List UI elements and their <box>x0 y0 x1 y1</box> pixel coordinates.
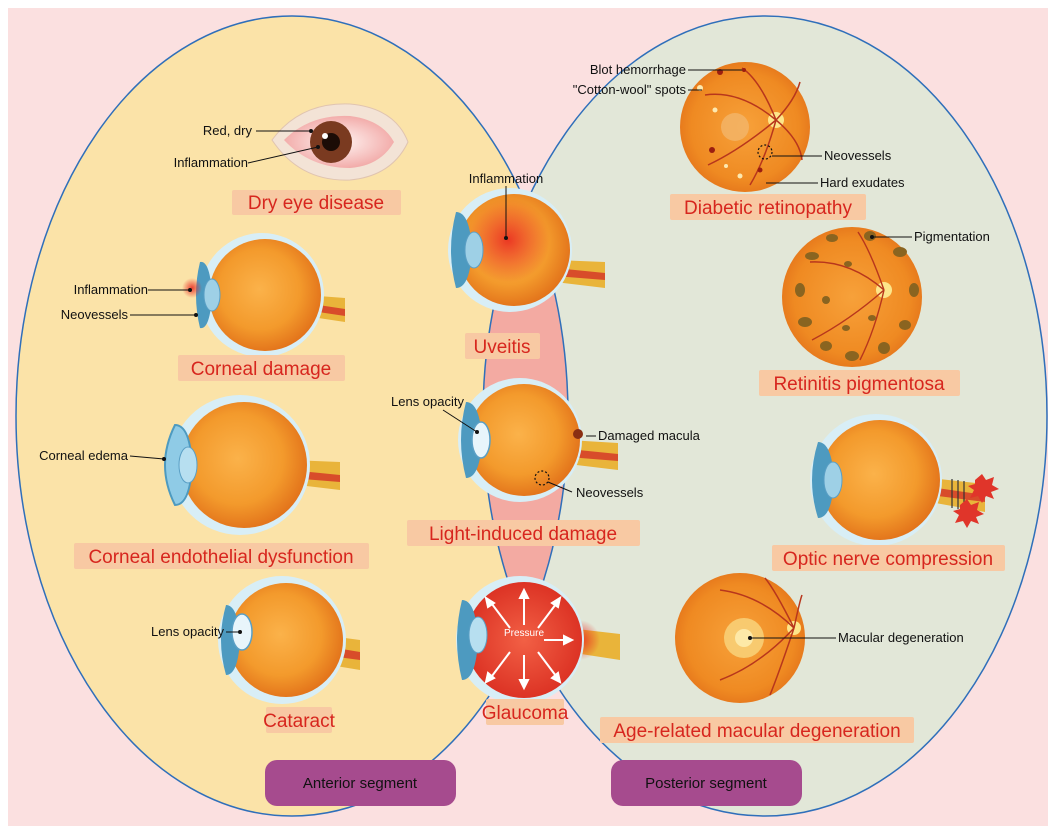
title-corneal-damage: Corneal damage <box>191 359 331 380</box>
title-corneal-endothelial: Corneal endothelial dysfunction <box>88 547 353 568</box>
title-cataract: Cataract <box>263 711 336 732</box>
label-damaged-macula: Damaged macula <box>598 428 701 443</box>
label-light-lens-opacity: Lens opacity <box>391 394 464 409</box>
posterior-segment-label: Posterior segment <box>645 775 768 792</box>
title-retinitis-pigmentosa: Retinitis pigmentosa <box>773 374 945 395</box>
diabetic-retinopathy-fundus <box>680 62 810 192</box>
title-amd: Age-related macular degeneration <box>613 721 900 742</box>
title-diabetic-retinopathy: Diabetic retinopathy <box>684 198 852 219</box>
label-blot-hemorrhage: Blot hemorrhage <box>590 62 686 77</box>
label-pressure: Pressure <box>504 628 544 639</box>
title-light-induced: Light-induced damage <box>429 524 617 545</box>
label-red-dry: Red, dry <box>203 123 253 138</box>
retinitis-pigmentosa-fundus <box>782 227 922 367</box>
label-dry-eye-inflammation: Inflammation <box>174 155 248 170</box>
label-hard-exudates: Hard exudates <box>820 175 905 190</box>
label-corneal-neovessels: Neovessels <box>61 307 129 322</box>
title-glaucoma: Glaucoma <box>482 703 569 724</box>
label-cataract-lens-opacity: Lens opacity <box>151 624 224 639</box>
label-corneal-edema: Corneal edema <box>39 448 129 463</box>
label-light-neovessels: Neovessels <box>576 485 644 500</box>
label-pigmentation: Pigmentation <box>914 229 990 244</box>
title-optic-nerve: Optic nerve compression <box>783 549 993 570</box>
anterior-segment-label: Anterior segment <box>303 775 418 792</box>
label-uveitis-inflammation: Inflammation <box>469 171 543 186</box>
label-corneal-inflammation: Inflammation <box>74 282 148 297</box>
label-diabetic-neovessels: Neovessels <box>824 148 892 163</box>
label-cotton-wool: "Cotton-wool" spots <box>573 82 687 97</box>
label-macular-degeneration: Macular degeneration <box>838 630 964 645</box>
title-uveitis: Uveitis <box>473 337 530 358</box>
title-dry-eye: Dry eye disease <box>248 193 384 214</box>
